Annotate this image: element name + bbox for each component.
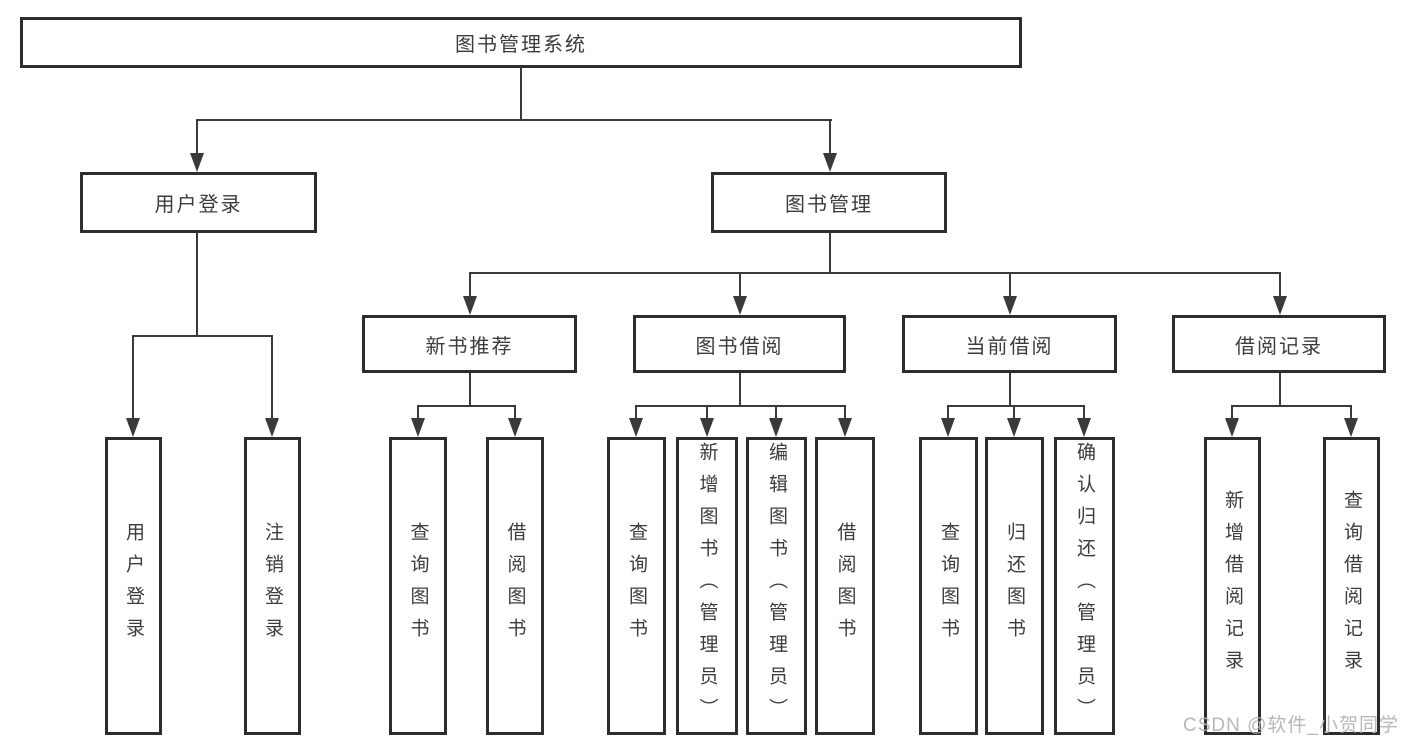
connector-line (417, 405, 419, 421)
connector-line (844, 405, 846, 421)
arrowhead-down-icon (265, 418, 279, 437)
node-borrowing-records: 借阅记录 (1172, 315, 1386, 373)
arrowhead-down-icon (1273, 296, 1287, 315)
arrowhead-down-icon (1077, 418, 1091, 437)
connector-line (829, 232, 831, 274)
connector-line (635, 405, 637, 421)
connector-line (706, 405, 708, 421)
node-label: 新增图书（管理员） (696, 442, 718, 730)
node-label: 借阅记录 (1235, 335, 1323, 358)
node-leaf-query-books-current: 查询图书 (919, 437, 978, 735)
node-leaf-edit-book-admin: 编辑图书（管理员） (746, 437, 807, 735)
arrowhead-down-icon (411, 418, 425, 437)
connector-line (1279, 272, 1281, 298)
csdn-watermark: CSDN @软件_小贺同学 (1183, 715, 1399, 736)
node-leaf-confirm-return-admin: 确认归还（管理员） (1054, 437, 1115, 735)
connector-line (520, 67, 522, 121)
node-user-login: 用户登录 (80, 172, 317, 233)
node-leaf-query-books-borrowing: 查询图书 (607, 437, 666, 735)
node-label: 确认归还（管理员） (1074, 442, 1095, 730)
node-book-management: 图书管理 (711, 172, 947, 233)
node-label: 用户登录 (154, 194, 243, 216)
node-label: 新书推荐 (425, 335, 514, 358)
node-current-borrowing: 当前借阅 (902, 315, 1117, 373)
node-label: 图书借阅 (695, 335, 784, 358)
connector-line (1231, 405, 1233, 421)
arrowhead-down-icon (126, 418, 140, 437)
connector-line (196, 119, 832, 121)
arrowhead-down-icon (733, 296, 747, 315)
node-label: 查询图书 (938, 522, 959, 650)
node-book-borrowing: 图书借阅 (633, 315, 846, 373)
arrowhead-down-icon (463, 296, 477, 315)
connector-line (196, 119, 198, 156)
node-label: 注销登录 (262, 522, 283, 650)
arrowhead-down-icon (1003, 296, 1017, 315)
connector-line (1013, 405, 1015, 421)
arrowhead-down-icon (190, 153, 204, 172)
connector-line (1009, 373, 1011, 407)
node-label: 图书管理系统 (455, 34, 587, 56)
arrowhead-down-icon (1344, 418, 1358, 437)
node-leaf-borrow-books-recommend: 借阅图书 (486, 437, 544, 735)
connector-line (635, 405, 846, 407)
node-label: 借阅图书 (504, 522, 526, 650)
connector-line (775, 405, 777, 421)
node-leaf-query-books-recommend: 查询图书 (389, 437, 447, 735)
node-leaf-add-book-admin: 新增图书（管理员） (676, 437, 738, 735)
node-leaf-add-borrow-record: 新增借阅记录 (1204, 437, 1261, 735)
arrowhead-down-icon (1007, 418, 1021, 437)
arrowhead-down-icon (823, 153, 837, 172)
node-label: 查询借阅记录 (1341, 490, 1362, 682)
node-leaf-user-login: 用户登录 (105, 437, 162, 735)
node-label: 查询图书 (407, 522, 429, 650)
connector-line (469, 373, 471, 407)
connector-line (1009, 272, 1011, 298)
arrowhead-down-icon (769, 418, 783, 437)
node-label: 图书管理 (785, 194, 873, 216)
node-label: 用户登录 (123, 522, 144, 650)
connector-line (469, 272, 1281, 274)
node-label: 查询图书 (626, 522, 647, 650)
node-label: 借阅图书 (834, 522, 856, 650)
node-label: 编辑图书（管理员） (766, 442, 787, 730)
arrowhead-down-icon (700, 418, 714, 437)
connector-line (1279, 373, 1281, 407)
connector-line (947, 405, 949, 421)
node-label: 新增借阅记录 (1222, 490, 1243, 682)
node-leaf-borrow-books-borrowing: 借阅图书 (815, 437, 875, 735)
connector-line (739, 272, 741, 298)
connector-line (271, 335, 273, 421)
arrowhead-down-icon (508, 418, 522, 437)
arrowhead-down-icon (941, 418, 955, 437)
node-label: 归还图书 (1004, 522, 1025, 650)
connector-line (417, 405, 516, 407)
connector-line (1350, 405, 1352, 421)
connector-line (739, 373, 741, 407)
arrowhead-down-icon (629, 418, 643, 437)
node-label: 当前借阅 (965, 335, 1054, 358)
node-new-book-recommendation: 新书推荐 (362, 315, 577, 373)
connector-line (132, 335, 134, 421)
node-library-management-system: 图书管理系统 (20, 17, 1022, 68)
connector-line (196, 232, 198, 337)
arrowhead-down-icon (838, 418, 852, 437)
node-leaf-return-books: 归还图书 (985, 437, 1044, 735)
connector-line (132, 335, 273, 337)
connector-line (829, 119, 831, 156)
node-leaf-query-borrow-record: 查询借阅记录 (1323, 437, 1380, 735)
arrowhead-down-icon (1225, 418, 1239, 437)
connector-line (469, 272, 471, 298)
connector-line (1083, 405, 1085, 421)
connector-line (514, 405, 516, 421)
connector-line (1231, 405, 1352, 407)
connector-line (947, 405, 1085, 407)
node-leaf-logout: 注销登录 (244, 437, 301, 735)
